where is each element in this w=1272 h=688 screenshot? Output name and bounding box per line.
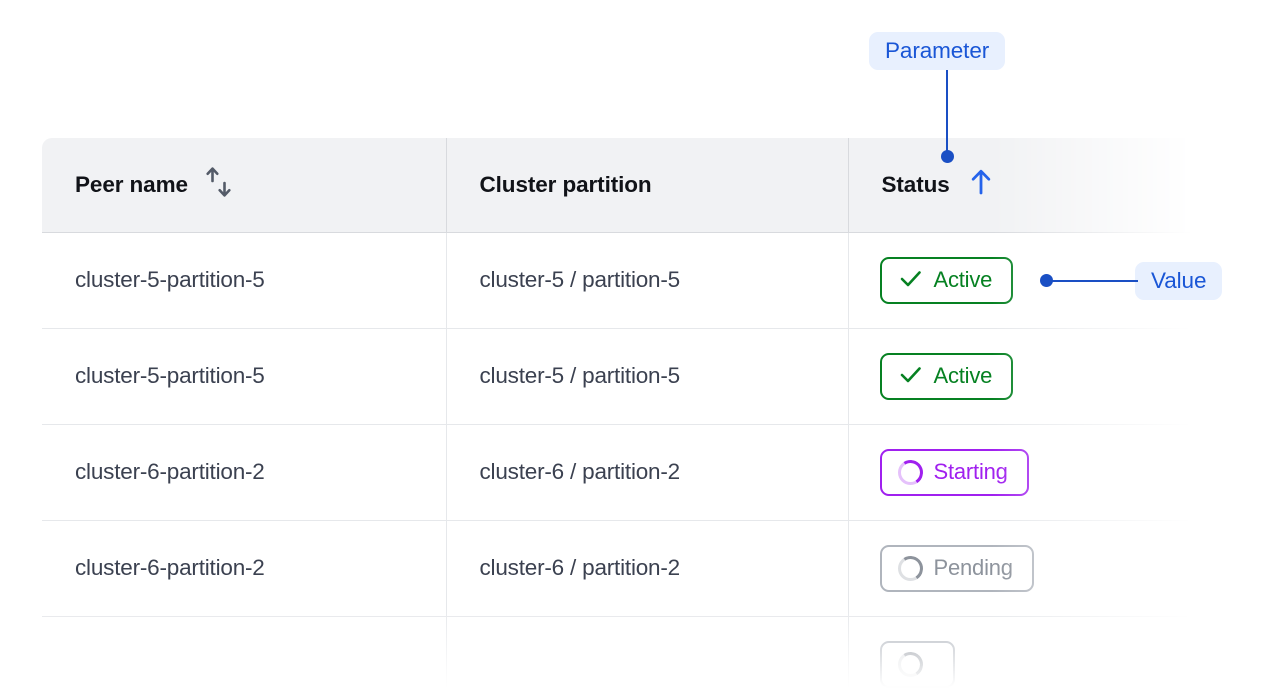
- annotation-badge-value: Value: [1135, 262, 1223, 300]
- table-row[interactable]: [42, 616, 1192, 688]
- status-badge-pending: [879, 640, 955, 688]
- column-header-status[interactable]: Status: [848, 138, 1192, 233]
- table-row[interactable]: cluster-5-partition-5 cluster-5 / partit…: [42, 232, 1192, 329]
- annotation-leader-line-parameter: [946, 70, 948, 155]
- table-row[interactable]: cluster-5-partition-5 cluster-5 / partit…: [42, 328, 1192, 425]
- annotation-dot-value: [1040, 274, 1053, 287]
- peers-table-container: Peer name Cluster parti: [42, 138, 1192, 688]
- cell-cluster-partition: cluster-5 / partition-5: [446, 328, 849, 425]
- column-header-cluster-partition-label: Cluster partition: [479, 171, 652, 197]
- table-header-row: Peer name Cluster parti: [42, 138, 1192, 233]
- cell-peer-name: [42, 616, 447, 688]
- arrow-up-icon[interactable]: [966, 167, 996, 203]
- cell-status: [848, 616, 1192, 688]
- cell-status: Active: [848, 232, 1192, 329]
- cell-status: Active: [848, 328, 1192, 425]
- annotation-dot-parameter: [941, 150, 954, 163]
- annotation-badge-parameter: Parameter: [869, 32, 1006, 70]
- cell-peer-name: cluster-6-partition-2: [42, 424, 447, 521]
- cell-peer-name: cluster-5-partition-5: [42, 328, 447, 425]
- cell-status: Starting: [848, 424, 1192, 521]
- status-badge-active: Active: [879, 256, 1014, 304]
- status-badge-label: Active: [933, 363, 993, 388]
- status-badge-starting: Starting: [879, 448, 1029, 496]
- table-row[interactable]: cluster-6-partition-2 cluster-6 / partit…: [42, 520, 1192, 617]
- column-header-cluster-partition[interactable]: Cluster partition: [446, 138, 849, 233]
- table-header: Peer name Cluster parti: [42, 138, 1192, 233]
- check-icon: [898, 266, 923, 295]
- cell-peer-name: cluster-6-partition-2: [42, 520, 447, 617]
- column-header-peer-name[interactable]: Peer name: [42, 138, 447, 233]
- column-header-peer-name-label: Peer name: [75, 171, 188, 197]
- table-row[interactable]: cluster-6-partition-2 cluster-6 / partit…: [42, 424, 1192, 521]
- status-badge-active: Active: [879, 352, 1014, 400]
- peers-table: Peer name Cluster parti: [42, 138, 1192, 688]
- cell-peer-name: cluster-5-partition-5: [42, 232, 447, 329]
- cell-cluster-partition: cluster-5 / partition-5: [446, 232, 849, 329]
- status-badge-pending: Pending: [879, 544, 1034, 592]
- cell-status: Pending: [848, 520, 1192, 617]
- cell-cluster-partition: cluster-6 / partition-2: [446, 520, 849, 617]
- status-badge-label: Starting: [933, 459, 1008, 484]
- table-body: cluster-5-partition-5 cluster-5 / partit…: [42, 232, 1192, 688]
- annotation-leader-line-value: [1052, 280, 1138, 282]
- sort-updown-icon[interactable]: [204, 166, 234, 204]
- column-header-status-label: Status: [881, 171, 950, 197]
- spinner-icon: [895, 553, 925, 583]
- status-badge-label: Pending: [933, 555, 1014, 580]
- cell-cluster-partition: [446, 616, 849, 688]
- cell-cluster-partition: cluster-6 / partition-2: [446, 424, 849, 521]
- status-badge-label: Active: [933, 267, 993, 292]
- spinner-icon: [895, 649, 925, 679]
- spinner-icon: [895, 457, 925, 487]
- check-icon: [898, 362, 923, 391]
